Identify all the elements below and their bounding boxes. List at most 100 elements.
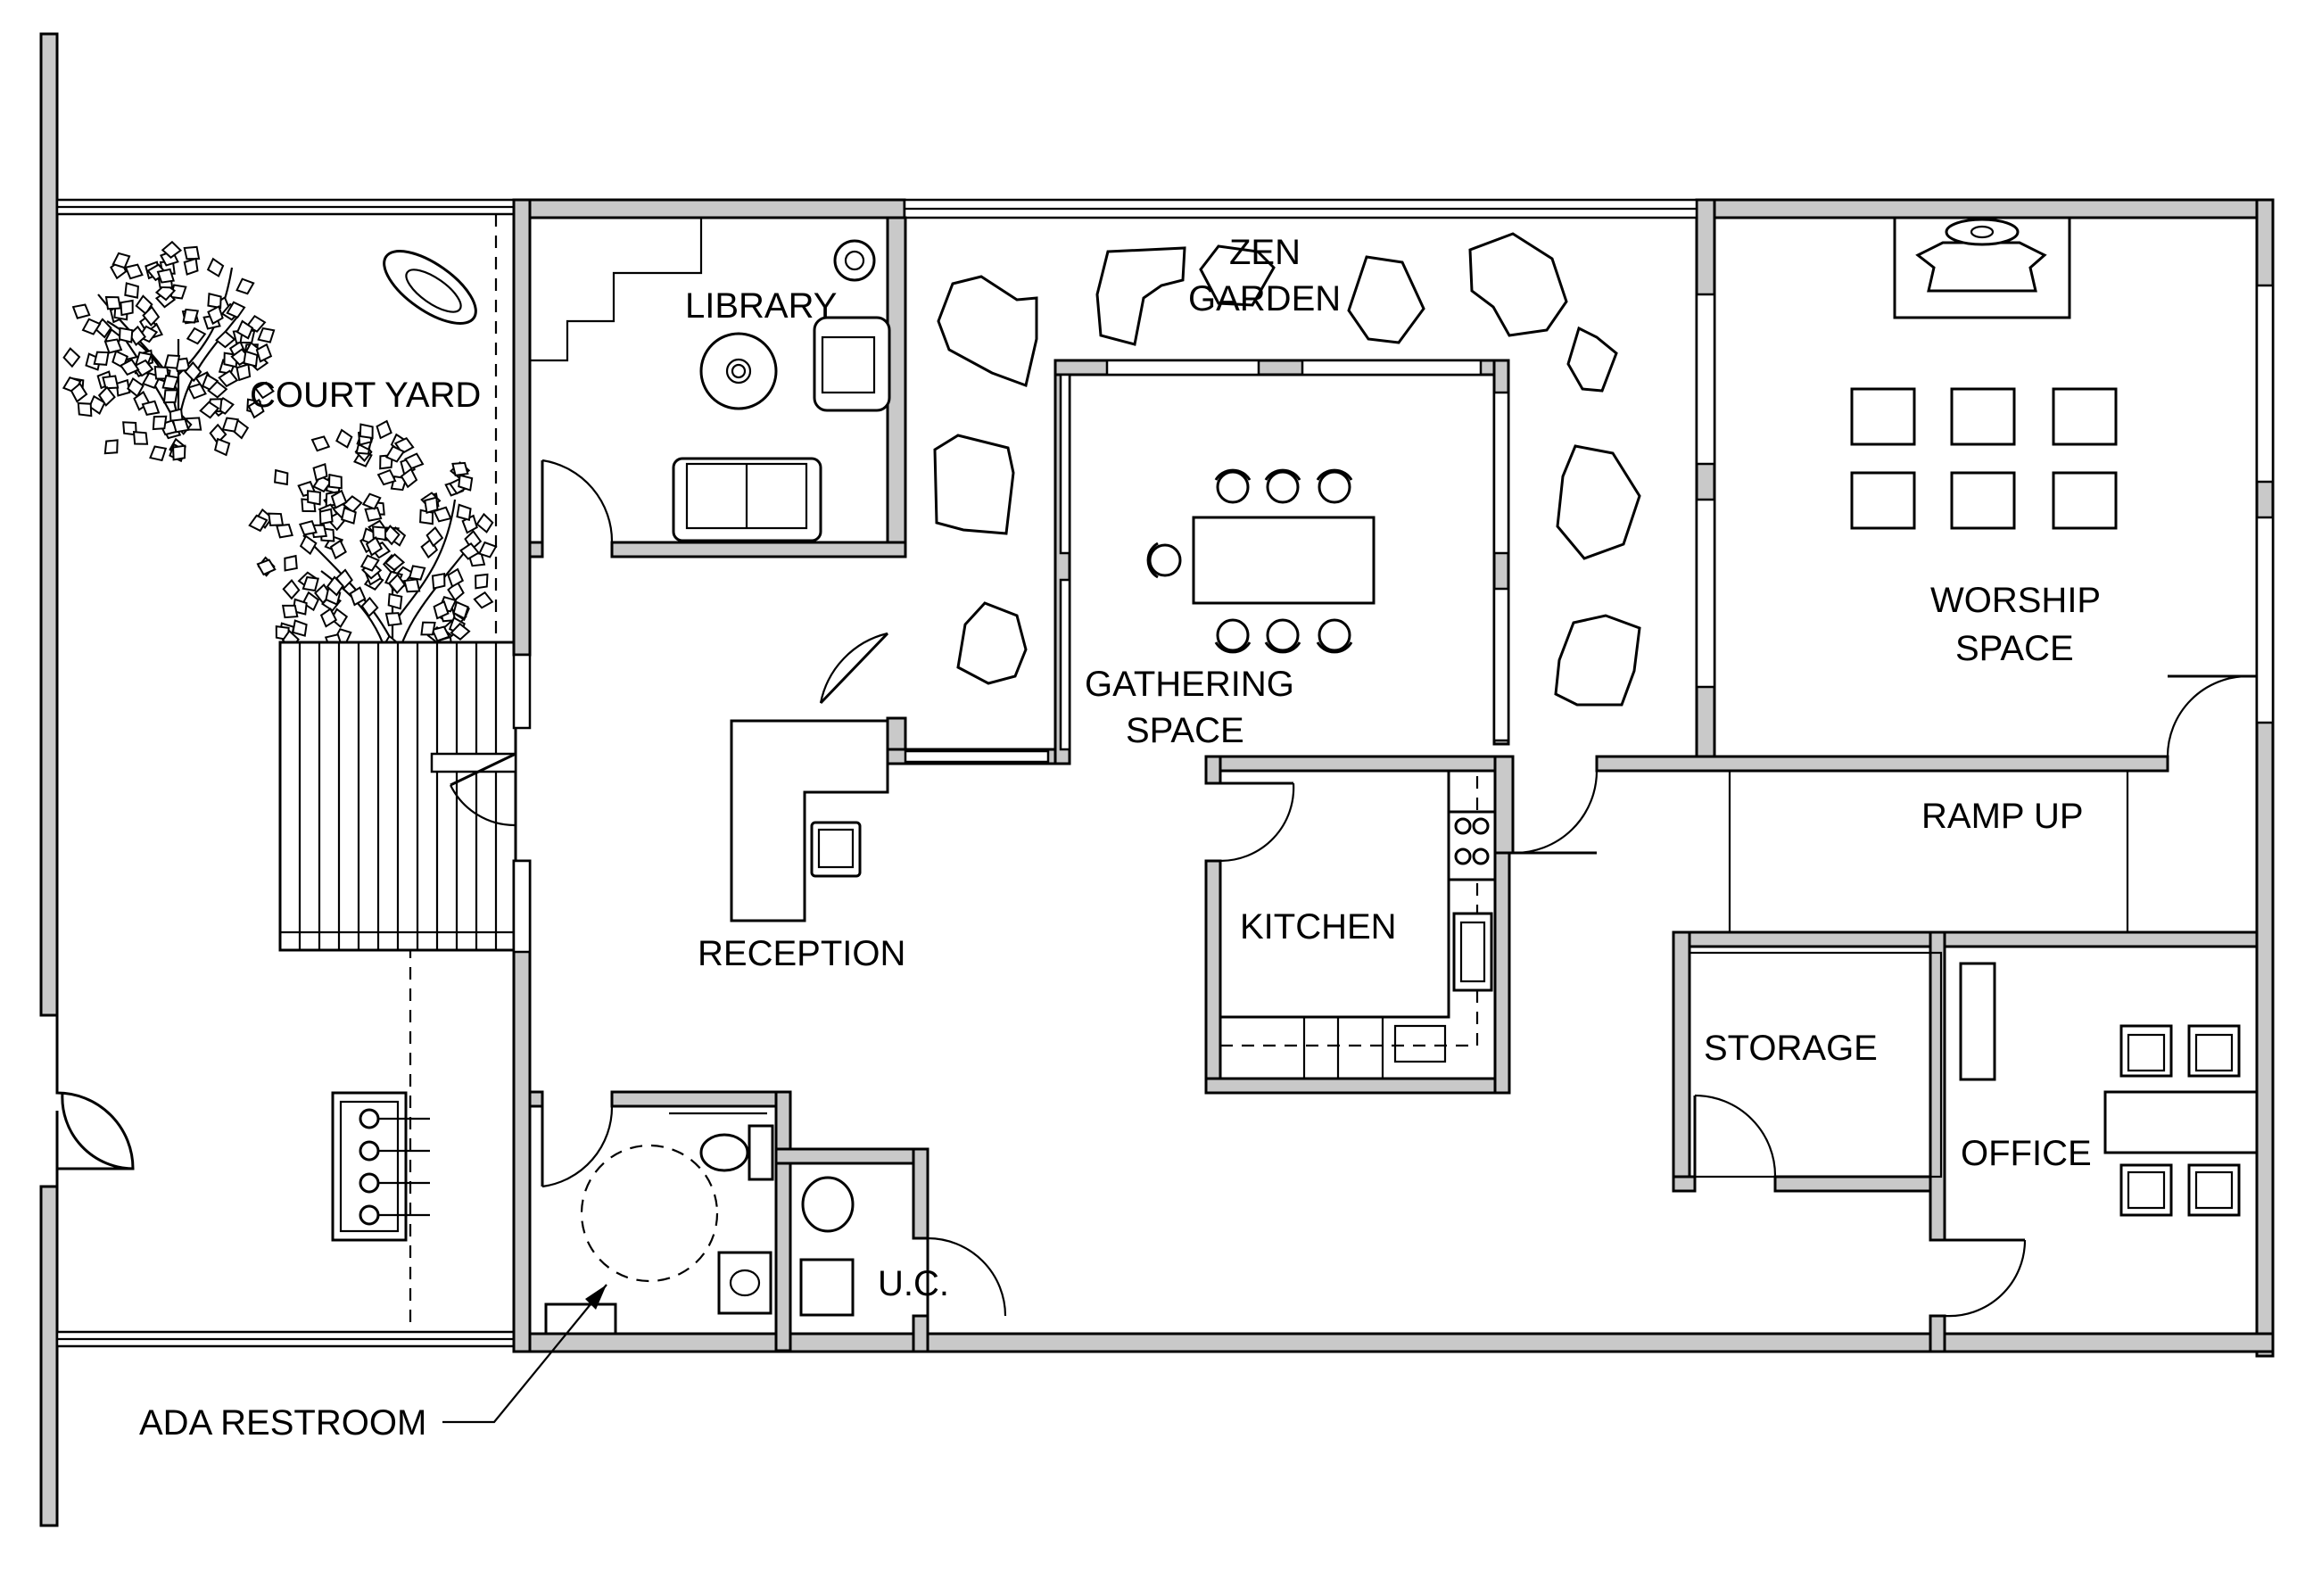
label-gathering-space: SPACE <box>1126 711 1244 750</box>
tree-leaf <box>187 383 207 400</box>
tree-leaf <box>400 467 418 489</box>
tree-leaf <box>256 558 277 576</box>
tree-leaf <box>235 319 254 340</box>
courtyard-door[interactable] <box>450 752 516 827</box>
worship-door[interactable] <box>2166 674 2257 757</box>
restroom-fixture <box>544 1112 767 1336</box>
tree-leaf <box>341 506 357 525</box>
tree-leaf <box>329 539 347 560</box>
tree-leaf <box>206 257 225 277</box>
tree-icon <box>62 240 276 463</box>
tree-leaf <box>284 554 298 572</box>
tree-leaf <box>384 445 406 463</box>
library-side-table <box>833 239 876 282</box>
tree-leaf <box>124 263 144 280</box>
tree-leaf <box>387 592 403 610</box>
sofa-icon <box>672 457 822 542</box>
tree-leaf <box>120 299 134 317</box>
tree-leaf <box>127 376 145 398</box>
tree-leaf <box>163 354 181 369</box>
label-garden: GARDEN <box>1188 279 1341 318</box>
tree-leaf <box>450 622 471 641</box>
tree-leaf <box>335 428 353 449</box>
tree-leaf <box>235 277 255 295</box>
tree-leaf <box>161 240 183 259</box>
tree-leaf <box>255 343 273 363</box>
tree-leaf <box>207 292 222 310</box>
tree-leaf <box>292 619 308 637</box>
tree-leaf <box>248 514 269 533</box>
office-door[interactable] <box>1944 1238 2027 1318</box>
tree-leaf <box>161 374 179 391</box>
tree-leaf <box>319 608 338 628</box>
tree-leaf <box>221 417 239 433</box>
worship-seats <box>1850 387 2118 530</box>
reception-chair <box>810 821 862 878</box>
tree-leaf <box>299 519 318 536</box>
tree-leaf <box>70 382 88 403</box>
label-uc: U.C. <box>878 1264 949 1303</box>
tree-leaf <box>477 541 498 558</box>
tree-leaf <box>172 444 186 461</box>
tree-leaf <box>456 503 472 521</box>
tree-leaf <box>132 431 149 445</box>
label-ramp-up: RAMP UP <box>1921 797 2084 836</box>
tree-leaf <box>431 572 446 590</box>
tree-leaf <box>376 419 392 440</box>
tree-leaf <box>243 350 259 368</box>
tree-leaf <box>77 401 93 418</box>
deck <box>278 641 517 952</box>
restroom-door[interactable] <box>541 1105 614 1188</box>
label-storage: STORAGE <box>1704 1029 1878 1068</box>
tree-leaf <box>424 496 439 515</box>
tree-leaf <box>326 575 344 597</box>
label-reception: RECEPTION <box>698 934 905 973</box>
tree-leaf <box>452 600 469 620</box>
tree-leaf <box>274 468 289 486</box>
tree-leaf <box>257 327 276 343</box>
room-labels: COURT YARD LIBRARY ZEN GARDEN WORSHIP SP… <box>139 233 2101 1443</box>
tree-leaf <box>433 600 450 620</box>
tree-leaf <box>384 553 406 572</box>
toilet-icon <box>699 1124 774 1181</box>
storage-door[interactable] <box>1693 1094 1777 1178</box>
tree-leaf <box>312 463 328 482</box>
kitchen-door[interactable] <box>1219 781 1295 863</box>
tree-leaf <box>447 567 465 588</box>
tree-leaf <box>360 596 379 618</box>
tree-leaf <box>327 473 343 490</box>
tree-leaf <box>318 508 334 525</box>
zen-garden-door[interactable] <box>819 632 889 705</box>
restroom-sink-icon <box>717 1251 772 1315</box>
tree-leaf <box>81 318 102 335</box>
tree-leaf <box>184 360 202 383</box>
uc-door[interactable] <box>926 1236 1007 1317</box>
tree-leaf <box>365 536 384 557</box>
office-chairs <box>2119 1024 2241 1217</box>
tree-leaf <box>149 445 168 462</box>
tree-leaf <box>235 363 252 382</box>
label-gathering: GATHERING <box>1085 665 1294 704</box>
gathering-door[interactable] <box>1512 770 1599 855</box>
tree-leaf <box>102 375 120 390</box>
tree-leaf <box>359 423 374 440</box>
tree-leaf <box>112 252 131 269</box>
site-boundary <box>39 32 516 1527</box>
library-round-table <box>699 332 778 410</box>
tree-leaf <box>199 401 220 419</box>
office-desk <box>2103 1090 2259 1154</box>
tree-leaf <box>420 621 436 636</box>
tree-leaf <box>310 435 331 452</box>
courtyard-gate[interactable] <box>55 1015 135 1187</box>
tree-leaf <box>384 612 402 627</box>
tree-leaf <box>62 347 81 368</box>
label-library: LIBRARY <box>685 286 837 326</box>
label-zen: ZEN <box>1229 233 1301 272</box>
tree-leaf <box>171 418 190 434</box>
tree-leaf <box>458 474 474 492</box>
altar-icon <box>1893 216 2071 319</box>
tree-leaf <box>141 400 161 416</box>
library-door[interactable] <box>541 459 614 543</box>
tree-leaf <box>88 394 106 416</box>
